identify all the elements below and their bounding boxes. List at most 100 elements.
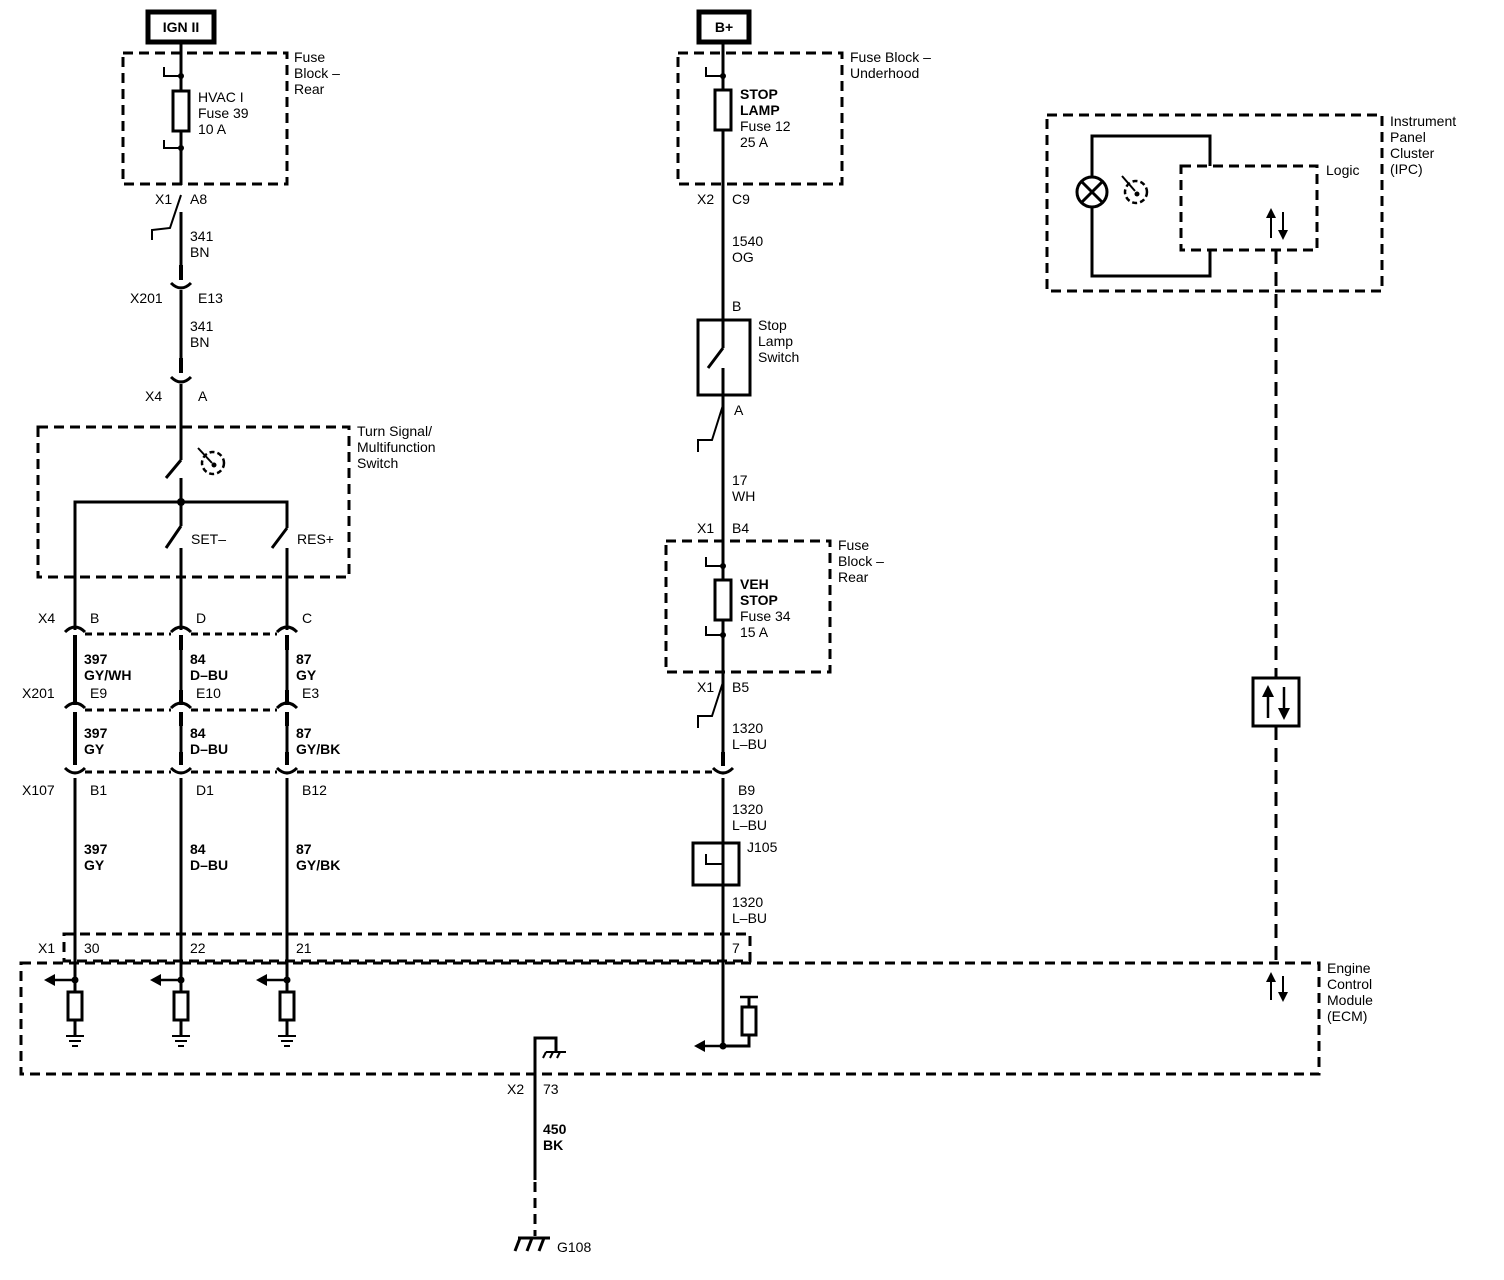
svg-text:GY: GY [84,857,105,873]
fuse-block-underhood-label: Fuse Block – Underhood [850,49,931,81]
ecm-label: Engine Control Module (ECM) [1327,960,1373,1024]
svg-text:L–BU: L–BU [732,910,767,926]
svg-text:B9: B9 [738,782,755,798]
wire-450-bk: 450 BK [543,1121,567,1153]
stop-switch-pin-b: B [732,298,741,314]
fuse-clip-top [163,67,181,77]
svg-text:397: 397 [84,841,108,857]
svg-text:87: 87 [296,651,312,667]
turn-signal-switch-label: Turn Signal/ Multifunction Switch [357,423,436,471]
svg-text:BN: BN [190,334,209,350]
svg-text:1540: 1540 [732,233,763,249]
svg-text:L–BU: L–BU [732,736,767,752]
svg-text:X2: X2 [697,191,714,207]
connector-x2-73: X2 73 [507,1081,559,1097]
set-switch-contact [164,525,183,549]
svg-text:D1: D1 [196,782,214,798]
ecm-input-7 [694,995,758,1052]
svg-text:10 A: 10 A [198,121,227,137]
svg-text:GY/BK: GY/BK [296,857,340,873]
connector-x1-b5: X1 B5 [697,679,749,728]
stop-lamp-fuse-label: STOP LAMP Fuse 12 25 A [740,86,791,150]
svg-text:87: 87 [296,725,312,741]
svg-text:84: 84 [190,651,206,667]
svg-text:17: 17 [732,472,748,488]
svg-text:Rear: Rear [294,81,325,97]
svg-text:(ECM): (ECM) [1327,1008,1367,1024]
svg-text:21: 21 [296,940,312,956]
serial-data-inline-icon [1251,676,1301,728]
svg-text:X2: X2 [507,1081,524,1097]
svg-text:Panel: Panel [1390,129,1426,145]
speedometer-icon [197,447,226,476]
bplus-power-source: B+ [696,9,752,45]
stop-switch-connector-tab [697,404,724,452]
connector-x107-row: X107 B1 D1 B12 B9 [22,766,755,798]
connector-x4-row: X4 B D C [38,610,312,636]
ecm-input-30 [44,974,84,1047]
hvac-fuse [171,89,191,133]
svg-text:450: 450 [543,1121,567,1137]
svg-text:Multifunction: Multifunction [357,439,436,455]
ecm-ground-circuit [533,1036,566,1180]
svg-text:Block –: Block – [838,553,884,569]
indicator-lamp-icon [1075,175,1109,209]
svg-text:Fuse: Fuse [294,49,325,65]
svg-text:84: 84 [190,725,206,741]
svg-text:STOP: STOP [740,86,778,102]
ecm-data-arrows-icon [1266,972,1288,1002]
svg-text:X4: X4 [38,610,55,626]
svg-text:Engine: Engine [1327,960,1371,976]
res-label: RES+ [297,531,334,547]
svg-text:IGN II: IGN II [163,19,200,35]
svg-text:GY: GY [84,741,105,757]
svg-text:X107: X107 [22,782,55,798]
svg-text:Fuse 12: Fuse 12 [740,118,791,134]
svg-text:J105: J105 [747,839,778,855]
svg-text:Instrument: Instrument [1390,113,1456,129]
stop-lamp-switch-label: Stop Lamp Switch [758,317,799,365]
splice-j105: J105 [691,839,778,887]
svg-text:A: A [198,388,208,404]
connector-x2-c9: X2 C9 [697,191,750,207]
fuse-clip-bottom [163,140,181,149]
svg-text:Switch: Switch [357,455,398,471]
fuse-block-rear-mid [664,539,832,674]
svg-text:Stop: Stop [758,317,787,333]
svg-text:B12: B12 [302,782,327,798]
wire-labels-row3: 397 GY 84 D–BU 87 GY/BK [84,841,340,873]
wire-1320-lbu-a: 1320 L–BU [732,720,767,752]
ipc-lamp-circuit [1090,134,1212,278]
veh-stop-fuse [713,578,733,622]
svg-text:C9: C9 [732,191,750,207]
data-arrows-icon [1266,208,1288,240]
svg-text:A8: A8 [190,191,207,207]
svg-text:D: D [196,610,206,626]
svg-text:397: 397 [84,725,108,741]
svg-text:15 A: 15 A [740,624,769,640]
svg-text:WH: WH [732,488,755,504]
ipc-speedometer-icon [1121,175,1149,205]
svg-text:Control: Control [1327,976,1372,992]
stop-lamp-fuse [713,88,733,132]
wire-labels-row2: 397 GY 84 D–BU 87 GY/BK [84,725,340,757]
veh-stop-fuse-label: VEH STOP Fuse 34 15 A [740,576,791,640]
ground-g108-label: G108 [557,1239,591,1255]
svg-text:B4: B4 [732,520,749,536]
svg-text:B: B [90,610,99,626]
logic-label: Logic [1326,162,1359,178]
hvac-fuse-label: HVAC I Fuse 39 10 A [198,89,249,137]
svg-text:E3: E3 [302,685,319,701]
svg-text:Rear: Rear [838,569,869,585]
svg-text:GY/WH: GY/WH [84,667,131,683]
svg-text:E10: E10 [196,685,221,701]
svg-text:25 A: 25 A [740,134,769,150]
svg-text:L–BU: L–BU [732,817,767,833]
wire-1320-lbu-c: 1320 L–BU [732,894,767,926]
svg-text:X1: X1 [155,191,172,207]
svg-text:D–BU: D–BU [190,741,228,757]
svg-text:OG: OG [732,249,754,265]
connector-x1-ecm-row: X1 30 22 21 7 [38,940,740,956]
svg-text:1320: 1320 [732,894,763,910]
svg-text:87: 87 [296,841,312,857]
